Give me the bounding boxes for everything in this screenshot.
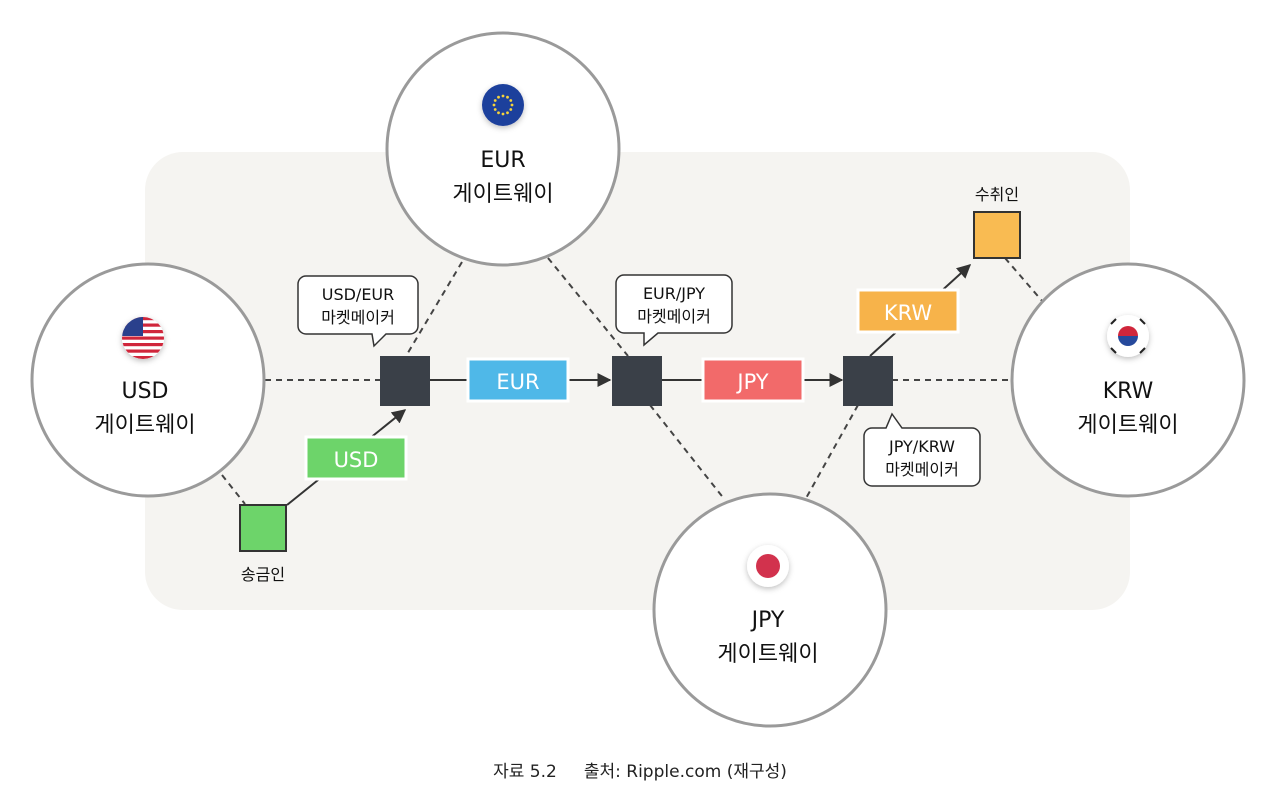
- callout-jpy-krw-line2: 마켓메이커: [885, 460, 959, 479]
- gateway-krw-code: KRW: [1103, 379, 1154, 404]
- tag-krw: KRW: [856, 288, 960, 334]
- gateway-krw-label: 게이트웨이: [1077, 413, 1178, 438]
- korea-flag-icon: [1107, 315, 1149, 357]
- sender-box: [239, 504, 287, 552]
- node-usd-eur: [380, 356, 430, 406]
- gateway-eur-label: 게이트웨이: [452, 182, 553, 207]
- callout-eur-jpy: EUR/JPY 마켓메이커: [615, 274, 733, 347]
- sender: 송금인: [239, 504, 287, 584]
- gateway-krw: KRW 게이트웨이: [1010, 262, 1246, 498]
- receiver-label: 수취인: [975, 185, 1019, 204]
- gateway-usd-code: USD: [121, 379, 168, 404]
- callout-jpy-krw-line1: JPY/KRW: [888, 437, 955, 456]
- gateway-eur: EUR 게이트웨이: [385, 31, 621, 267]
- gateway-eur-code: EUR: [480, 148, 525, 173]
- tag-eur-label: EUR: [496, 370, 539, 394]
- node-jpy-krw: [843, 356, 893, 406]
- gateway-jpy-label: 게이트웨이: [717, 642, 818, 667]
- figure-caption: 자료 5.2 출처: Ripple.com (재구성): [493, 762, 787, 782]
- tag-usd-label: USD: [334, 448, 379, 472]
- tag-jpy: JPY: [701, 357, 805, 403]
- dash-node3-to-jpy: [804, 404, 859, 501]
- dash-receiver-to-krw: [1004, 257, 1044, 303]
- dashed-connections: [221, 257, 1044, 505]
- receiver-box: [973, 211, 1021, 259]
- tag-eur: EUR: [466, 357, 570, 403]
- eu-flag-icon: [482, 84, 524, 126]
- tag-krw-label: KRW: [884, 301, 933, 325]
- dash-eur-to-node1: [405, 261, 463, 357]
- tag-usd: USD: [304, 435, 408, 481]
- gateway-usd-label: 게이트웨이: [94, 413, 195, 438]
- tag-jpy-label: JPY: [735, 370, 768, 394]
- callout-usd-eur: USD/EUR 마켓메이커: [297, 275, 419, 348]
- callout-usd-eur-line2: 마켓메이커: [321, 308, 395, 327]
- node-eur-jpy: [612, 356, 662, 406]
- dash-node2-to-jpy: [649, 404, 726, 501]
- us-flag-icon: [122, 317, 164, 359]
- callout-eur-jpy-line2: 마켓메이커: [637, 307, 711, 326]
- callout-usd-eur-line1: USD/EUR: [322, 285, 395, 304]
- receiver: 수취인: [973, 185, 1021, 259]
- gateway-jpy-code: JPY: [750, 608, 785, 633]
- callout-jpy-krw: JPY/KRW 마켓메이커: [863, 412, 981, 487]
- gateway-jpy: JPY 게이트웨이: [652, 492, 888, 728]
- japan-flag-icon: [747, 545, 789, 587]
- sender-label: 송금인: [241, 565, 285, 584]
- callout-eur-jpy-line1: EUR/JPY: [643, 284, 705, 303]
- gateway-usd: USD 게이트웨이: [30, 262, 266, 498]
